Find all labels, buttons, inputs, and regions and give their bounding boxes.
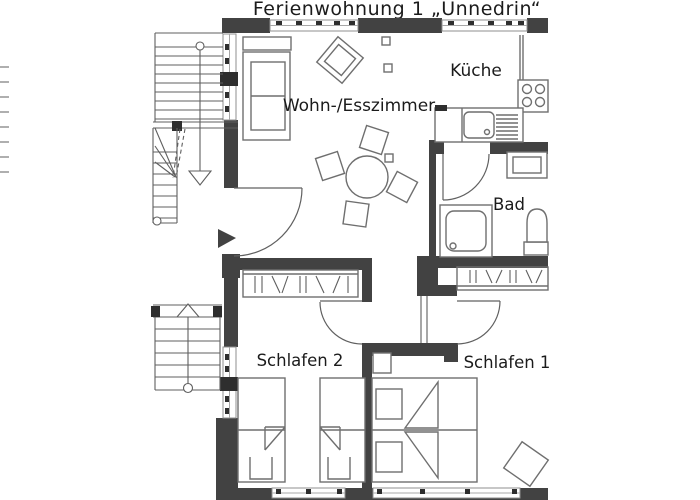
- pillar-markers: [381, 36, 394, 163]
- wardrobe-left: [242, 269, 359, 298]
- wall-segment: [238, 258, 372, 270]
- room-label-kitchen: Küche: [450, 61, 502, 81]
- entry-door: [233, 187, 303, 257]
- staircase-lower: [151, 303, 222, 394]
- washbasin: [506, 151, 548, 179]
- wall-segment: [444, 343, 458, 362]
- sideboard: [242, 36, 292, 51]
- window-left-lower: [220, 346, 238, 419]
- bed-single-1: [237, 377, 286, 483]
- entry-direction-arrow: [218, 229, 236, 248]
- wall-segment: [362, 258, 372, 302]
- wall-segment: [358, 18, 442, 33]
- wall-segment: [222, 254, 240, 278]
- window-left-upper: [220, 33, 238, 121]
- wall-segment: [224, 120, 238, 188]
- shower: [439, 204, 493, 258]
- wall-segment: [222, 18, 270, 33]
- wall-segment: [224, 276, 238, 347]
- window-bottom-left: [271, 487, 346, 499]
- armchair: [315, 35, 365, 85]
- bed-double: [371, 377, 478, 483]
- stove: [517, 79, 549, 113]
- bed-single-2: [319, 377, 366, 483]
- chair-bedroom1: [502, 440, 550, 488]
- dining-chair: [358, 124, 390, 156]
- wall-segment: [362, 343, 372, 488]
- window-top-left: [269, 19, 359, 32]
- wall-segment: [429, 140, 444, 154]
- dining-table: [345, 155, 389, 199]
- wall-segment: [429, 256, 548, 268]
- wall-segment: [527, 18, 548, 33]
- crop-ticks: [0, 66, 9, 173]
- kitchen-sink: [463, 111, 518, 140]
- plan-title: Ferienwohnung 1 „Unnedrin“: [253, 0, 541, 20]
- window-top-right: [441, 19, 528, 32]
- thin-partition: [420, 296, 428, 343]
- wardrobe-right: [456, 266, 549, 291]
- wall-segment: [490, 142, 548, 154]
- wall-segment: [429, 154, 436, 256]
- nightstand: [372, 352, 392, 374]
- room-label-bath: Bad: [493, 195, 525, 214]
- sofa: [242, 51, 291, 141]
- kitchen-counter-edge: [519, 35, 524, 80]
- dining-chair: [385, 170, 419, 204]
- room-label-bedroom2: Schlafen 2: [257, 351, 344, 370]
- window-bottom-right: [372, 487, 521, 499]
- wall-segment: [433, 285, 457, 296]
- staircase-upper: [152, 32, 238, 226]
- toilet: [523, 208, 549, 256]
- room-label-living: Wohn-/Esszimmer: [283, 96, 435, 116]
- room-label-bedroom1: Schlafen 1: [464, 353, 551, 372]
- dining-chair: [314, 150, 346, 182]
- dining-chairs: [314, 124, 419, 228]
- kitchen-counter: [434, 105, 524, 143]
- bedroom2-door: [319, 300, 363, 345]
- wall-segment: [216, 418, 238, 500]
- dining-chair: [342, 200, 370, 228]
- bedroom1-door: [456, 300, 501, 345]
- bath-door: [442, 153, 490, 201]
